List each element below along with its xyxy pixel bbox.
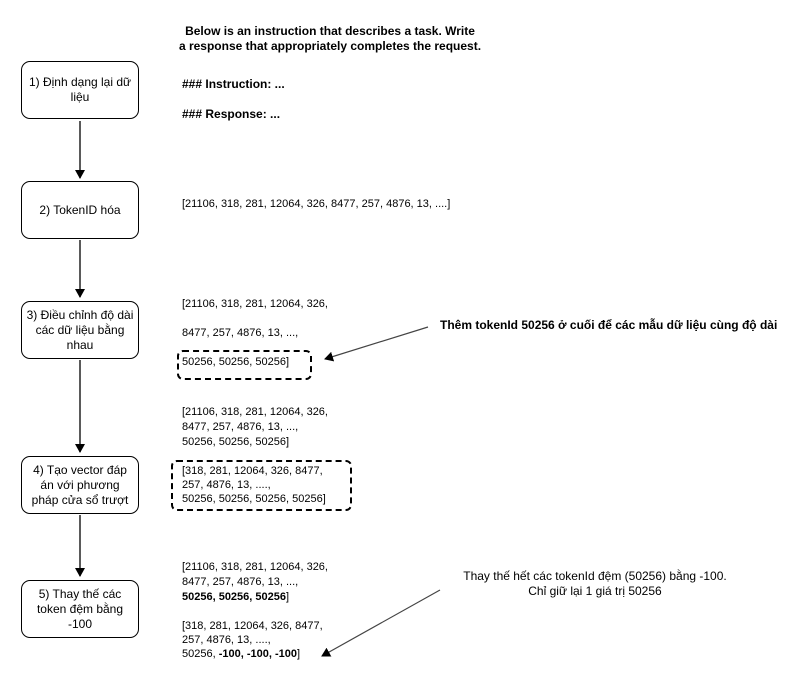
- response-placeholder: ### Response: ...: [182, 107, 281, 121]
- prompt-header: Below is an instruction that describes a…: [170, 24, 490, 54]
- prompt-header-line1: Below is an instruction that describes a…: [185, 24, 475, 38]
- step-5-input-line2: 8477, 257, 4876, 13, ...,: [182, 576, 299, 588]
- arrow-padding-note: [324, 326, 429, 362]
- step-3-tokens-line3: 50256, 50256, 50256]: [182, 356, 290, 368]
- step-4-input-line2: 8477, 257, 4876, 13, ...,: [182, 421, 299, 433]
- step-5-input-padding-tokens: 50256, 50256, 50256: [182, 591, 286, 603]
- step-5-label: 5) Thay thế các token đệm bằng -100: [36, 586, 124, 631]
- step-5-target-close-bracket: ]: [296, 648, 301, 660]
- instruction-placeholder: ### Instruction: ...: [182, 77, 285, 91]
- replace-note: Thay thế hết các tokenId đệm (50256) bằn…: [455, 569, 735, 599]
- step-5-replace-padding: 5) Thay thế các token đệm bằng -100: [21, 580, 139, 638]
- step-2-label: 2) TokenID hóa: [39, 202, 121, 217]
- step-5-target-line2: 257, 4876, 13, ....,: [182, 634, 271, 646]
- step-1-reformat: 1) Định dạng lại dữ liệu: [21, 61, 139, 119]
- step-5-target-line3: 50256, -100, -100, -100]: [182, 647, 300, 662]
- replace-note-line2: Chỉ giữ lại 1 giá trị 50256: [528, 584, 662, 598]
- step-5-input-line1: [21106, 318, 281, 12064, 326,: [182, 561, 328, 573]
- step-3-tokens-line2: 8477, 257, 4876, 13, ...,: [182, 327, 299, 339]
- step-3-pad: 3) Điều chỉnh độ dài các dữ liệu bằng nh…: [21, 301, 139, 359]
- padding-note: Thêm tokenId 50256 ở cuối để các mẫu dữ …: [440, 318, 778, 332]
- step-5-target-masked-tokens: -100, -100, -100: [218, 648, 297, 660]
- target-vector-highlight-box: [171, 460, 352, 511]
- step-4-input-line3: 50256, 50256, 50256]: [182, 436, 290, 448]
- step-5-target-kept-token: 50256,: [182, 648, 219, 660]
- step-3-tokens-line1: [21106, 318, 281, 12064, 326,: [182, 298, 328, 310]
- step-4-target-line3: 50256, 50256, 50256, 50256]: [182, 493, 326, 505]
- padding-highlight-box: [177, 350, 312, 380]
- arrow-replace-note: [321, 589, 441, 657]
- step-2-tokenize: 2) TokenID hóa: [21, 181, 139, 239]
- step-2-token-ids: [21106, 318, 281, 12064, 326, 8477, 257,…: [182, 198, 451, 210]
- step-5-input-close-bracket: ]: [286, 591, 290, 603]
- step-4-input-line1: [21106, 318, 281, 12064, 326,: [182, 406, 328, 418]
- step-1-label: 1) Định dạng lại dữ liệu: [28, 75, 132, 104]
- step-4-label: 4) Tạo vector đáp án với phương pháp cửa…: [31, 462, 129, 507]
- step-3-label: 3) Điều chỉnh độ dài các dữ liệu bằng nh…: [26, 307, 134, 352]
- step-5-target-line1: [318, 281, 12064, 326, 8477,: [182, 620, 323, 632]
- prompt-header-line2: a response that appropriately completes …: [178, 39, 482, 53]
- replace-note-line1: Thay thế hết các tokenId đệm (50256) bằn…: [463, 569, 727, 583]
- step-4-target-line1: [318, 281, 12064, 326, 8477,: [182, 465, 323, 477]
- step-5-input-line3: 50256, 50256, 50256]: [182, 590, 289, 605]
- step-4-target-line2: 257, 4876, 13, ....,: [182, 479, 271, 491]
- step-4-target-vector: 4) Tạo vector đáp án với phương pháp cửa…: [21, 456, 139, 514]
